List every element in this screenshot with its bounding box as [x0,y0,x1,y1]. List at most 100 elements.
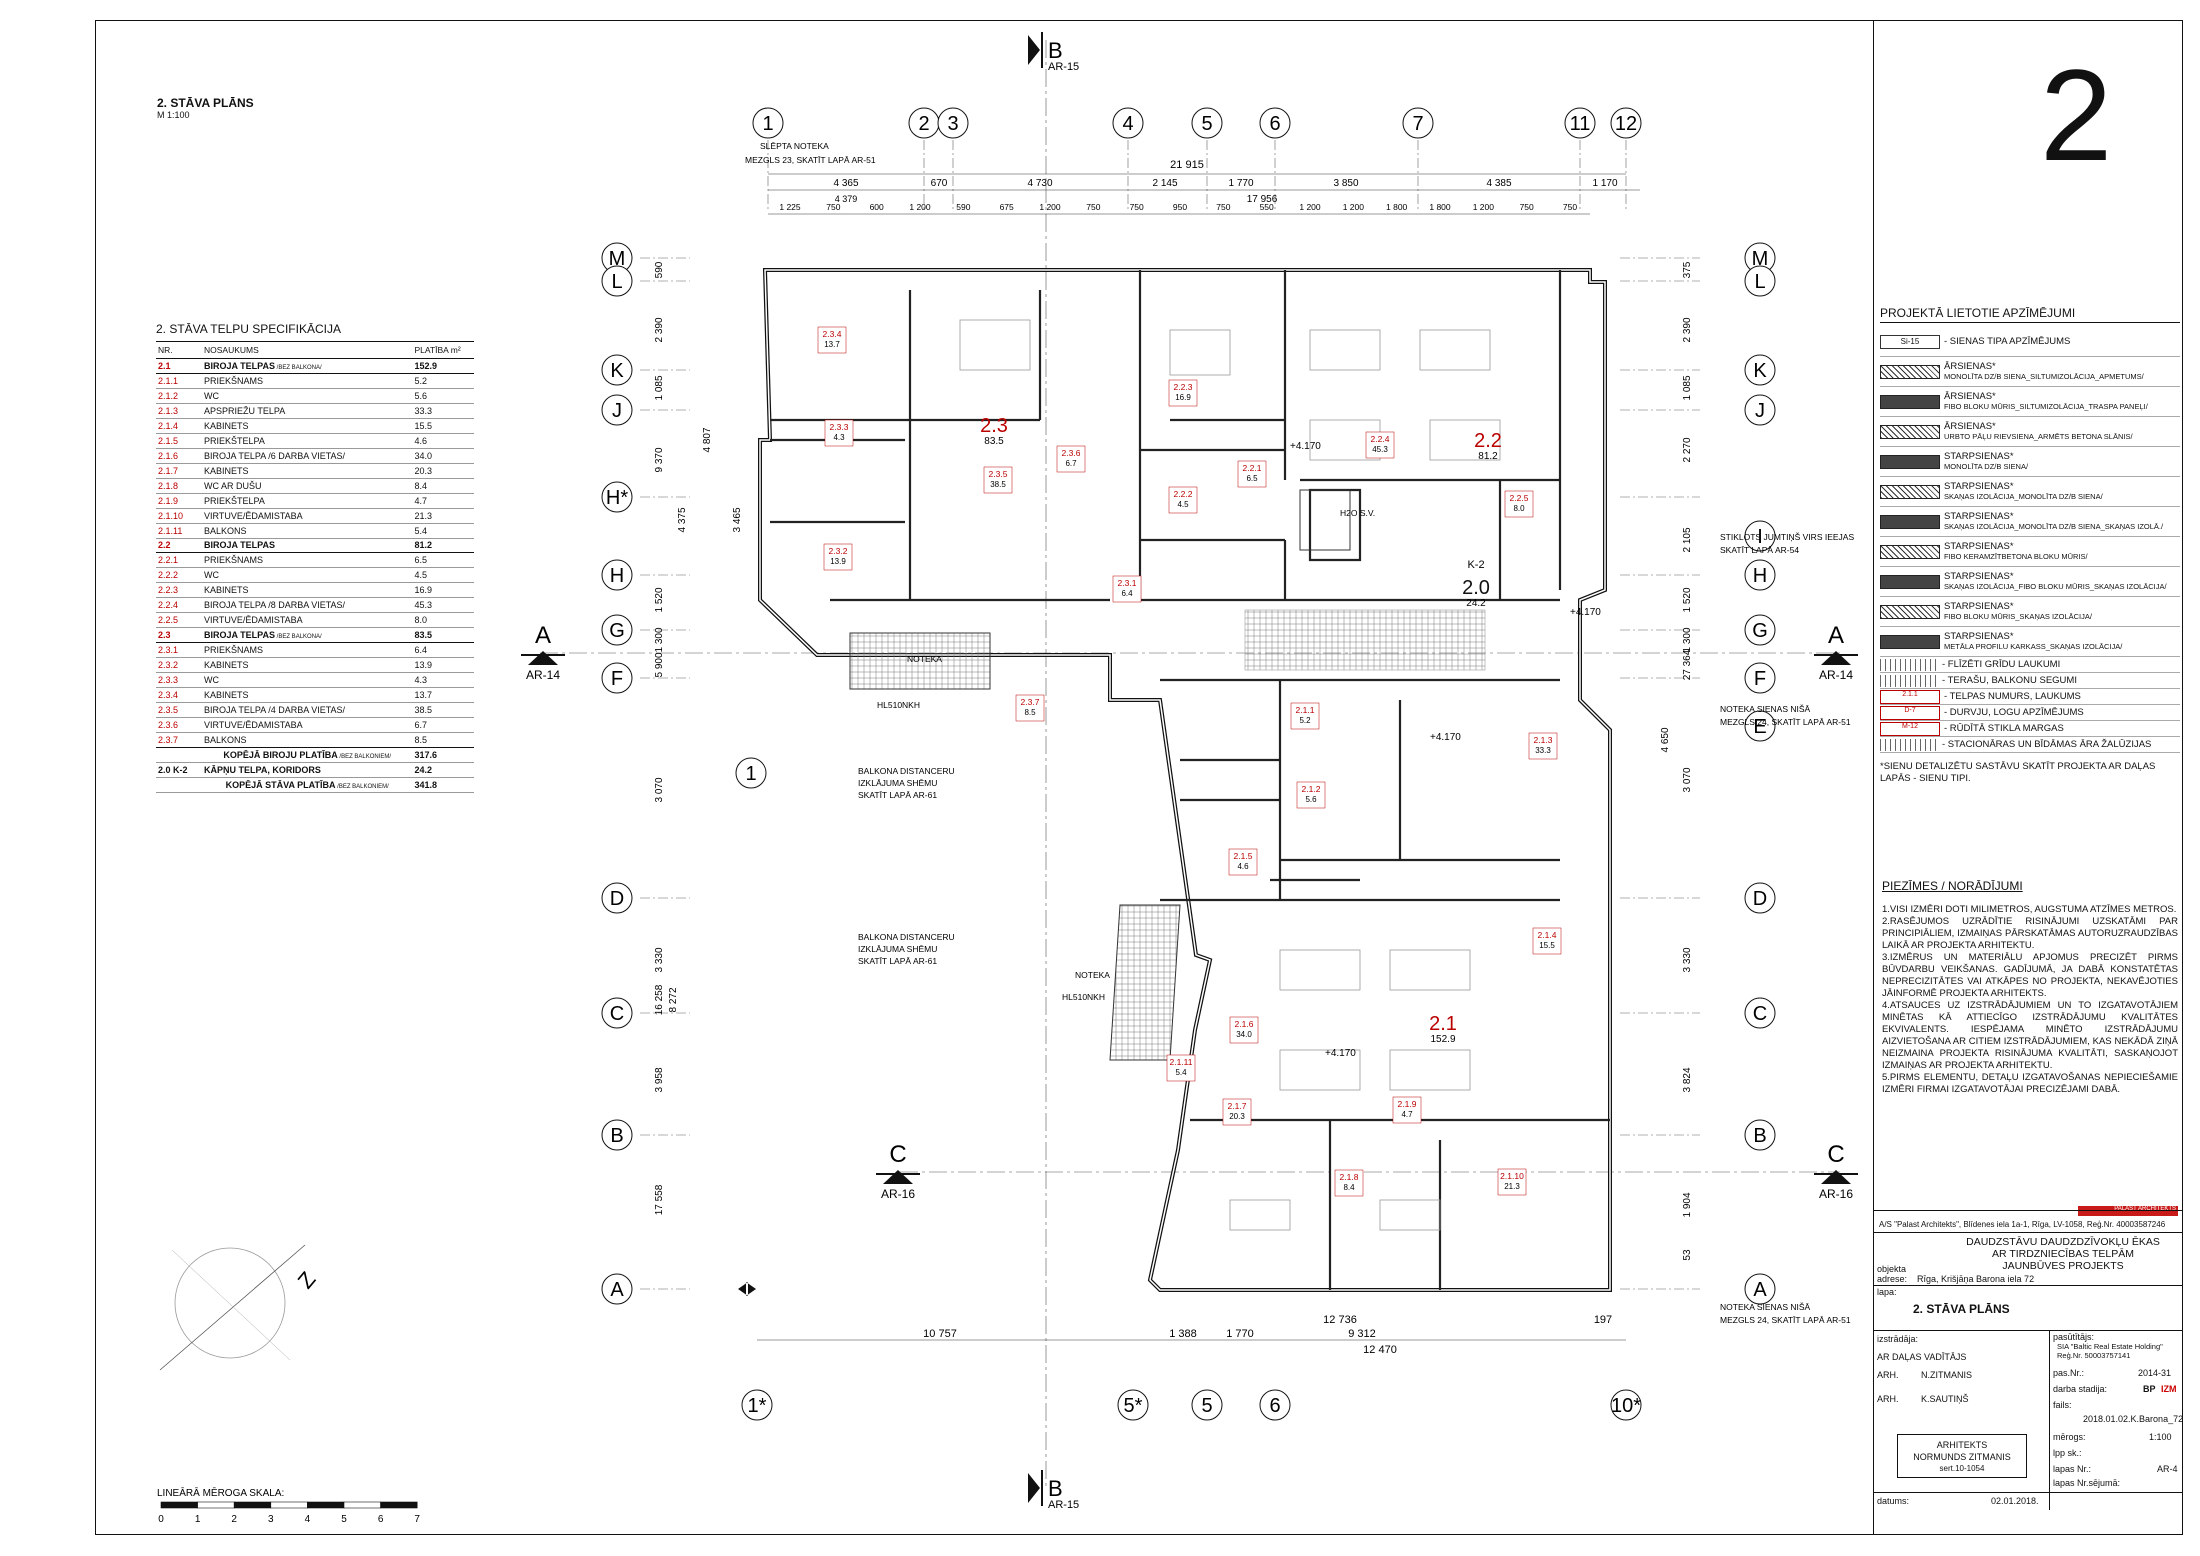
spec-no: 2.2.2 [156,567,202,583]
pas-label: pas.Nr.: [2053,1368,2085,1378]
section-ref: AR-16 [881,1187,915,1201]
scale-bar-tick: 4 [305,1514,311,1525]
firm-line: A/S "Palast Architekts", Blīdenes iela 1… [1879,1220,2166,1229]
axis-right-A: A [1753,1279,1767,1301]
scale-bar-segment [160,1501,198,1509]
annotation: BALKONA DISTANCERU [858,932,955,942]
axis-right-K: K [1753,360,1767,382]
spec-name: BIROJA TELPA /6 DARBA VIETAS/ [202,448,413,464]
axis-a-marker [738,1282,756,1296]
axis-right-D-circle [1744,882,1776,914]
room-area: 45.3 [1372,445,1388,454]
room-area: 8.5 [1024,708,1036,717]
section-letter: B [1048,1476,1063,1501]
spec-name: BALKONS [202,523,413,539]
axis-bottom-5*: 5* [1124,1395,1143,1417]
axis-bottom-5: 5 [1201,1395,1212,1417]
spec-name: BIROJA TELPAS [202,538,413,553]
axis-right-B-circle [1744,1119,1776,1151]
room-tag-box [1365,431,1395,459]
legend-label: STARPSIENAS* [1944,540,2014,552]
address-label: adrese: [1877,1274,1908,1284]
room-area-big: 24.2 [1466,598,1486,609]
spec-area: 81.2 [412,538,474,553]
room-number: 2.2.2 [1174,489,1193,499]
scale-bar-tick: 3 [268,1514,274,1525]
dim-left: 16 258 [654,984,665,1015]
legend-swatch [1880,394,1940,409]
annotation: MEZGLS 24, SKATĪT LAPĀ AR-51 [1720,1315,1851,1325]
dim-total: 21 915 [1170,159,1204,171]
section-letter: C [1827,1141,1844,1168]
legend-label: - TELPAS NUMURS, LAUKUMS [1944,690,2081,702]
axis-left-D: D [610,888,624,910]
made-label: izstrādāja: [1877,1334,1919,1344]
legend-swatch [1880,364,1940,379]
room-tag-box [823,543,853,571]
annotation: SLĒPTA NOTEKA [760,141,829,151]
dim-left: 3 330 [654,947,665,972]
spec-name: KABINETS [202,463,413,479]
legend-text: STARPSIENAS*MONOLĪTA DZ/B SIENA/ [1944,451,2028,472]
axis-right-D: D [1753,888,1767,910]
notes: PIEZĪMES / NORĀDĪJUMI 1.VISI IZMĒRI DOTI… [1882,880,2178,1096]
legend-sublabel: METĀLA PROFILU KARKASS_SKAŅAS IZOLĀCIJA/ [1944,641,2123,651]
dim-top-detail: 1 800 [1429,202,1451,212]
spec-name: KOPĒJĀ STĀVA PLATĪBA /BEZ BALKONIEM/ [202,776,413,793]
legend-label: ĀRSIENAS* [1944,420,1996,432]
architect-title: ARHITEKTS [1936,1440,1988,1450]
room-number: 2.1.5 [1234,851,1253,861]
room-number-big: 2.2 [1474,430,1502,452]
annotation: NOTEKA [1075,970,1110,980]
section-arrow [528,651,558,665]
dim-right: 53 [1682,1249,1693,1261]
axis-bottom-6-circle [1259,1389,1291,1421]
room-number: 2.2.5 [1510,493,1529,503]
dim-right: 2 390 [1682,317,1693,342]
legend-swatch [1880,658,1938,671]
axis-bottom-6: 6 [1269,1395,1280,1417]
legend-item: STARPSIENAS*MONOLĪTA DZ/B SIENA/ [1880,447,2180,477]
room-specification: 2. STĀVA TELPU SPECIFIKĀCIJA NR. NOSAUKU… [156,322,474,793]
legend-text: STARPSIENAS*FIBO BLOKU MŪRIS_SKAŅAS IZOL… [1944,601,2092,622]
legend-label: - TERAŠU, BALKONU SEGUMI [1942,674,2077,686]
legend-sublabel: FIBO BLOKU MŪRIS_SILTUMIZOLĀCIJA_TRASPA … [1944,401,2148,411]
axis-right-J: J [1755,400,1765,422]
room-tag-box [983,466,1013,494]
furniture [1419,329,1491,371]
spec-area: 5.4 [412,523,474,539]
dim-right: 3 330 [1682,947,1693,972]
axis-left-H: H [610,565,624,587]
section-arrow-b [1028,35,1040,65]
legend-item: ĀRSIENAS*FIBO BLOKU MŪRIS_SILTUMIZOLĀCIJ… [1880,387,2180,417]
axis-right-M: M [1752,248,1769,270]
annotation: NOTEKA [907,654,942,664]
file-label: fails: [2053,1400,2072,1410]
spec-no: 2.1.1 [156,373,202,389]
axis-top-11: 11 [1570,113,1591,135]
room-tag-box [1290,702,1320,730]
axis-mid: 1 [745,763,756,785]
legend-sublabel: URBTO PĀĻU RIEVSIENA_ARMĒTS BETONA SLĀNI… [1944,431,2133,441]
axis-left-H*-circle [601,481,633,513]
scale-value: 1:100 [2149,1432,2172,1442]
dim-right: 2 105 [1682,527,1693,552]
axis-bottom-5*-circle [1117,1389,1149,1421]
dim-sub: 4 379 [835,194,858,204]
axis-top-3-circle [937,107,969,139]
spec-header-row: NR. NOSAUKUMS PLATĪBA m² [156,341,474,359]
room-number: 2.2.4 [1371,434,1390,444]
legend-swatch [1880,454,1940,469]
section-arrow [1821,651,1851,665]
file-value: 2018.01.02.K.Barona_72 [2083,1414,2184,1424]
room-number: 2.1.11 [1169,1057,1192,1067]
legend-text: ĀRSIENAS*URBTO PĀĻU RIEVSIENA_ARMĒTS BET… [1944,420,2133,442]
spec-area: 4.3 [412,672,474,688]
